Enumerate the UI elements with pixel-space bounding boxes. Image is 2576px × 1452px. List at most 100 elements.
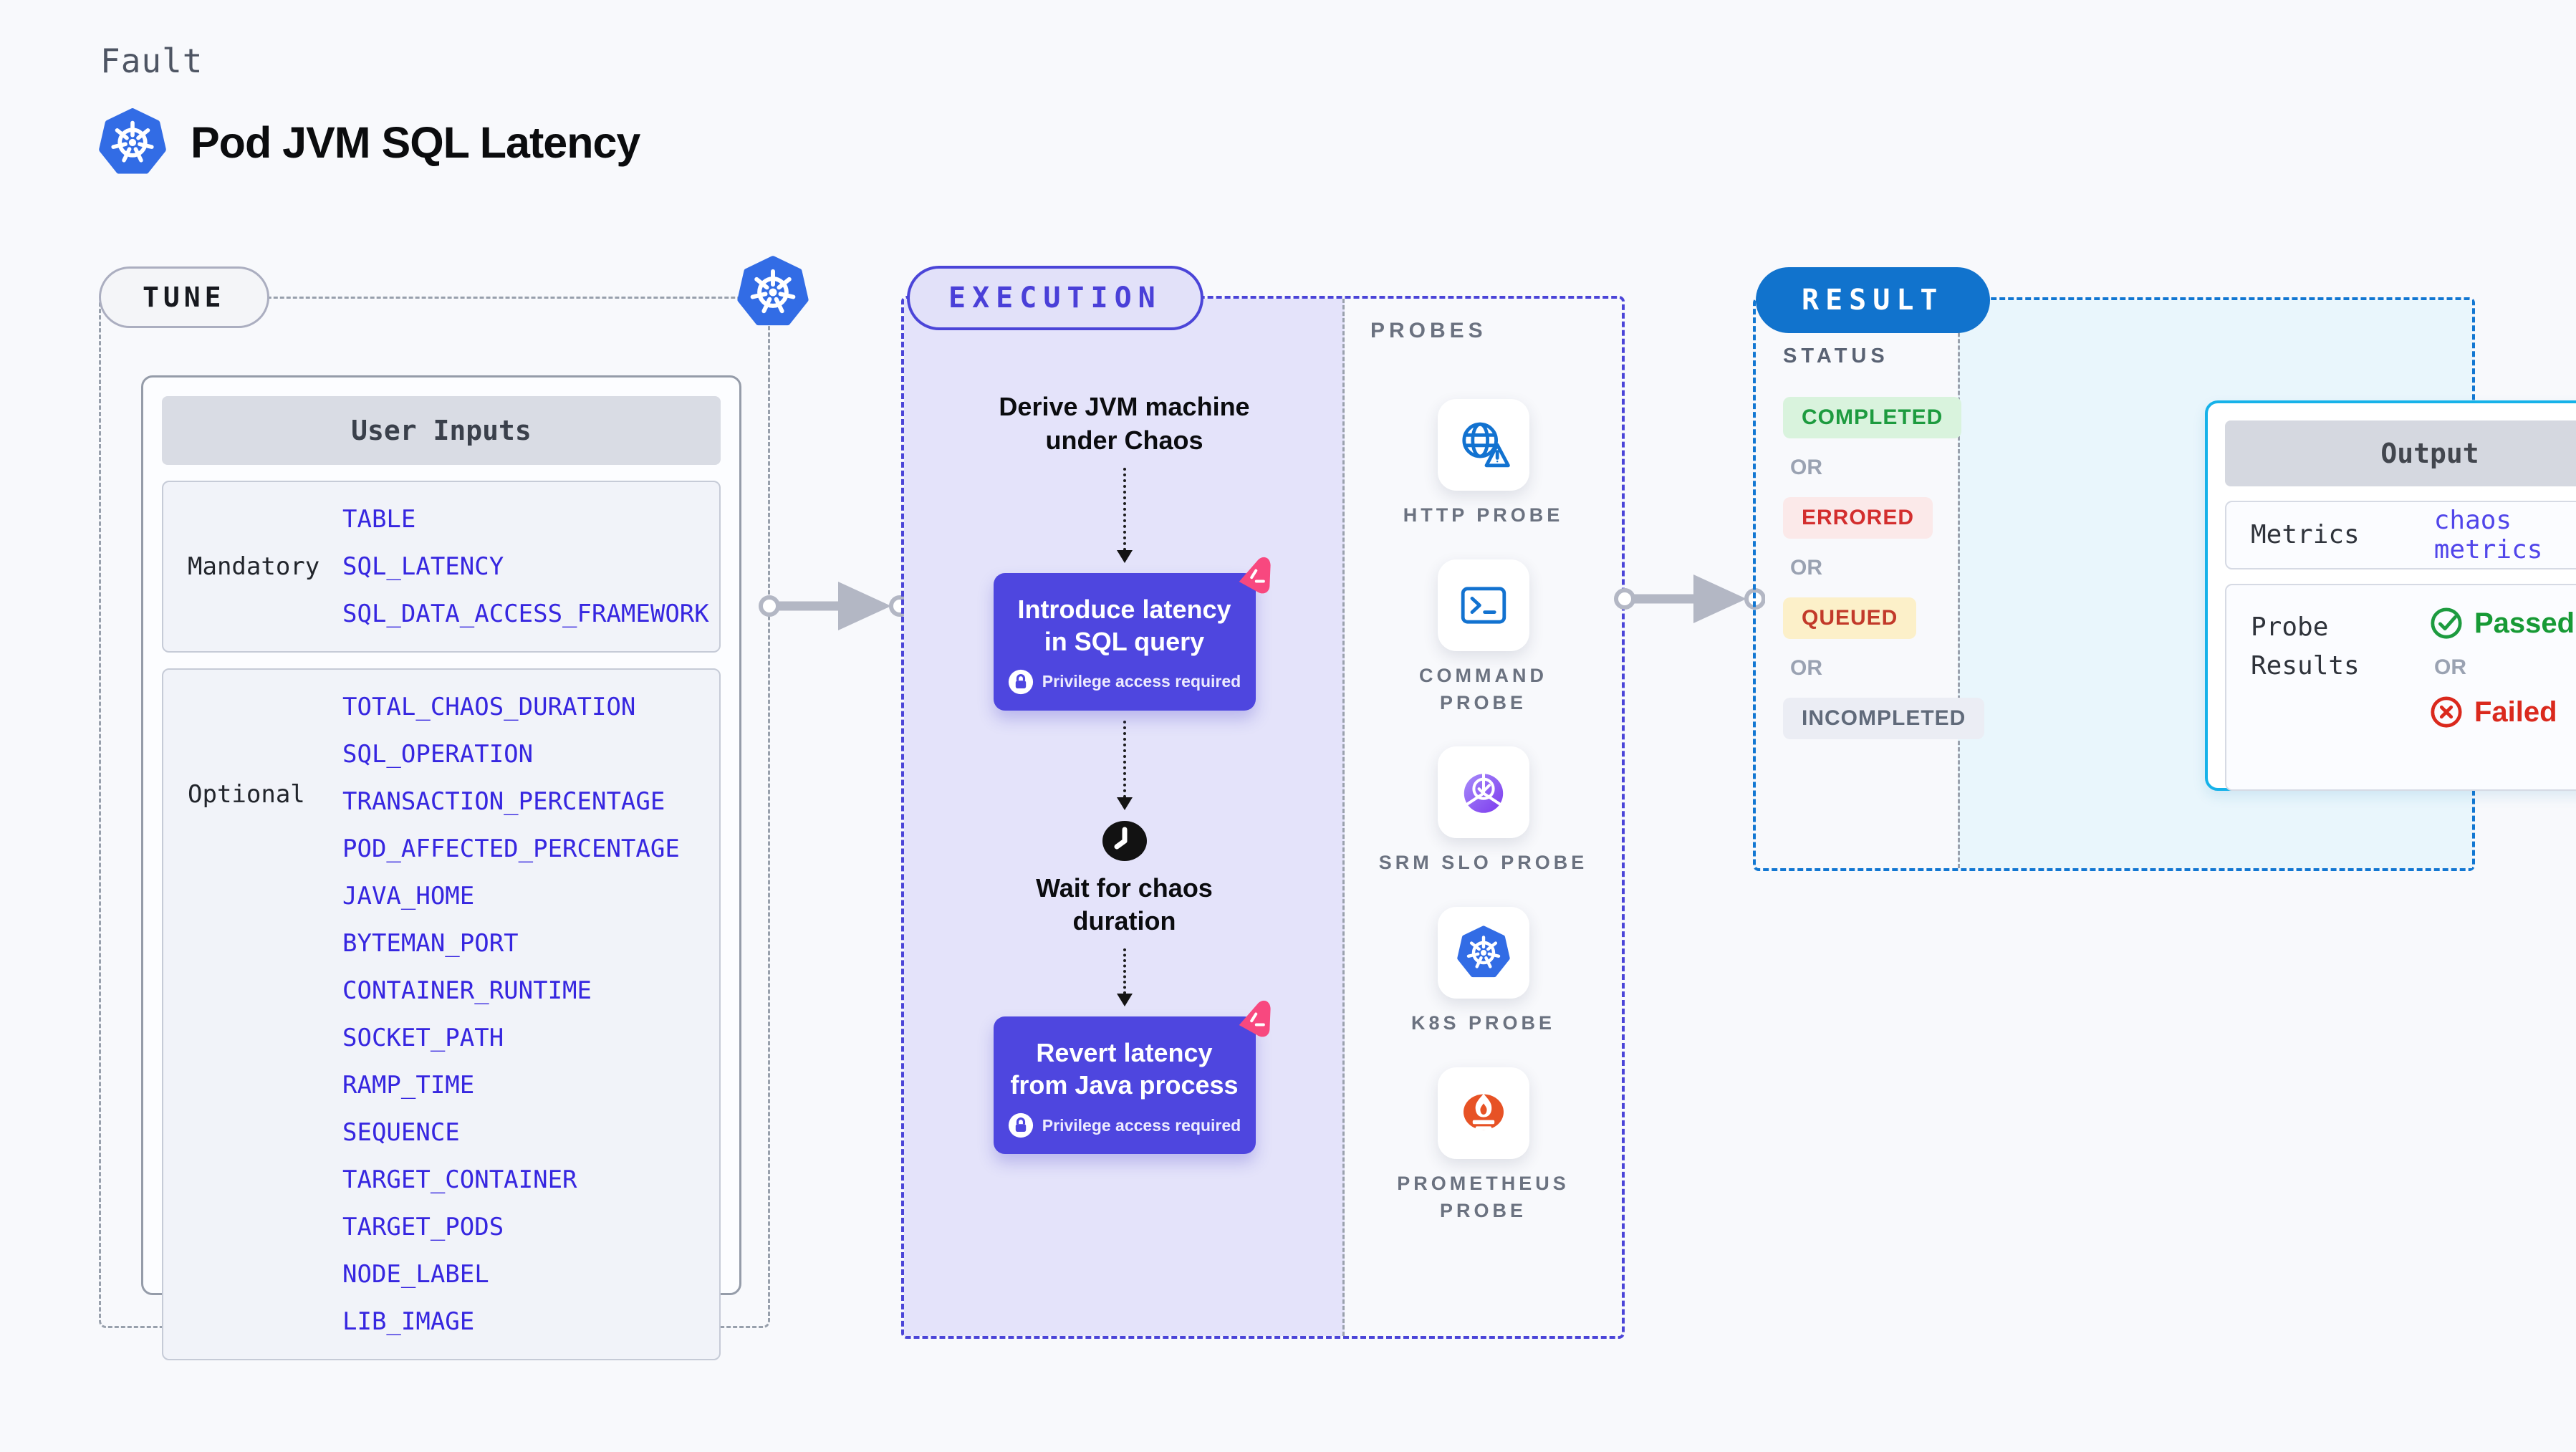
kubernetes-icon [734, 252, 812, 332]
tune-section: TUNE User Inputs Mandatory TABLE SQL_LAT… [99, 266, 770, 1360]
param-value: TOTAL_CHAOS_DURATION [342, 693, 636, 721]
action-title: Revert latency from Java process [1010, 1038, 1239, 1100]
privilege-note: Privilege access required [1006, 1112, 1243, 1138]
flow-arrow-tune-to-execution [759, 582, 910, 630]
clock-icon [1102, 820, 1147, 861]
x-circle-icon [2431, 696, 2462, 728]
optional-values: TOTAL_CHAOS_DURATION SQL_OPERATION TRANS… [342, 688, 680, 1340]
optional-label: Optional [188, 780, 305, 809]
passed-line: Passed [2430, 607, 2575, 640]
or-label: OR [1790, 656, 1822, 680]
user-inputs-header: User Inputs [162, 396, 721, 465]
page-title: Pod JVM SQL Latency [191, 118, 640, 167]
probe-label: PROMETHEUS PROBE [1397, 1172, 1570, 1221]
execution-section: Derive JVM machine under Chaos Introduce… [901, 266, 1625, 1339]
lock-icon [1008, 1113, 1033, 1138]
execution-panel: Derive JVM machine under Chaos Introduce… [904, 299, 1345, 1336]
probe-item-command[interactable]: COMMAND PROBE [1373, 559, 1595, 717]
user-inputs-card: User Inputs Mandatory TABLE SQL_LATENCY … [141, 375, 741, 1360]
probes-heading: PROBES [1370, 319, 1487, 342]
or-label: OR [1790, 556, 1822, 580]
privilege-note: Privilege access required [1006, 669, 1243, 695]
srm-slo-probe-icon [1464, 773, 1503, 814]
dotted-arrow [1116, 467, 1133, 563]
status-badges: COMPLETED OR ERRORED OR QUEUED OR INCOMP… [1783, 397, 1985, 739]
http-probe-icon [1461, 422, 1510, 468]
probe-label: HTTP PROBE [1403, 504, 1564, 526]
kubernetes-icon [96, 105, 169, 181]
result-section: Output Metrics chaos metrics Probe Resul… [1753, 267, 2576, 871]
execution-flow: Derive JVM machine under Chaos Introduce… [972, 390, 1277, 1155]
probe-item-prometheus[interactable]: PROMETHEUS PROBE [1373, 1067, 1595, 1225]
output-card: Output Metrics chaos metrics Probe Resul… [2205, 400, 2576, 791]
status-column: STATUS COMPLETED OR ERRORED OR QUEUED OR… [1756, 300, 1985, 739]
flow-arrow-execution-to-result [1614, 574, 1765, 623]
execution-pill: EXECUTION [907, 266, 1203, 330]
command-probe-icon [1461, 587, 1506, 624]
revert-latency-button[interactable]: Revert latency from Java process Privile… [993, 1001, 1271, 1155]
failed-line: Failed [2430, 696, 2575, 729]
probe-card[interactable] [1437, 399, 1529, 491]
probe-label: K8S PROBE [1410, 1012, 1556, 1034]
probe-card[interactable] [1437, 907, 1529, 999]
result-output-panel: Output Metrics chaos metrics Probe Resul… [1958, 300, 2576, 868]
status-badge-errored: ERRORED [1783, 497, 1933, 539]
chaos-experiment-icon [1239, 557, 1271, 593]
passed-label: Passed [2474, 607, 2575, 639]
optional-row: Optional TOTAL_CHAOS_DURATION SQL_OPERAT… [162, 668, 721, 1360]
action-title: Introduce latency in SQL query [1017, 594, 1231, 656]
probe-results-values: Passed OR Failed [2430, 585, 2575, 789]
output-header: Output [2225, 420, 2576, 486]
status-badge-incompleted: INCOMPLETED [1783, 698, 1985, 739]
status-heading: STATUS [1783, 345, 1889, 367]
mandatory-label: Mandatory [188, 552, 320, 581]
probe-card[interactable] [1437, 746, 1529, 839]
probe-card[interactable] [1437, 559, 1529, 651]
param-value: TARGET_PODS [342, 1213, 504, 1241]
param-value: SOCKET_PATH [342, 1024, 504, 1052]
probe-item-srm-slo[interactable]: SRM SLO PROBE [1373, 746, 1595, 877]
prometheus-probe-icon [1463, 1093, 1504, 1130]
mandatory-row: Mandatory TABLE SQL_LATENCY SQL_DATA_ACC… [162, 481, 721, 653]
param-value: TARGET_CONTAINER [342, 1165, 577, 1194]
page-title-row: Pod JVM SQL Latency [96, 105, 640, 181]
param-value: SQL_LATENCY [342, 552, 504, 581]
param-value: LIB_IMAGE [342, 1307, 475, 1336]
metrics-value: chaos metrics [2433, 506, 2543, 564]
metrics-row: Metrics chaos metrics [2225, 501, 2576, 569]
introduce-latency-button[interactable]: Introduce latency in SQL query Privilege… [993, 557, 1271, 711]
dotted-arrow [1116, 948, 1133, 1007]
param-value: SQL_OPERATION [342, 740, 534, 769]
param-value: BYTEMAN_PORT [342, 929, 519, 958]
mandatory-values: TABLE SQL_LATENCY SQL_DATA_ACCESS_FRAMEW… [342, 501, 709, 633]
probe-label: SRM SLO PROBE [1378, 852, 1588, 874]
param-value: CONTAINER_RUNTIME [342, 976, 592, 1005]
flow-step-derive: Derive JVM machine under Chaos [999, 392, 1250, 455]
probe-card[interactable] [1437, 1067, 1529, 1159]
probe-results-row: Probe Results Passed OR [2225, 584, 2576, 791]
tune-pill: TUNE [99, 266, 269, 328]
param-value: JAVA_HOME [342, 882, 475, 910]
k8s-probe-icon [1455, 924, 1512, 981]
probe-results-label: Probe Results [2251, 612, 2360, 681]
or-label: OR [1790, 456, 1822, 479]
param-value: TABLE [342, 505, 416, 534]
chaos-experiment-icon [1239, 1001, 1271, 1037]
status-badge-queued: QUEUED [1783, 597, 1917, 639]
status-badge-completed: COMPLETED [1783, 397, 1962, 438]
probes-list: HTTP PROBE COMMAND PROBE [1345, 399, 1622, 1225]
check-circle-icon [2431, 607, 2462, 639]
metrics-label: Metrics [2251, 520, 2360, 549]
failed-label: Failed [2474, 696, 2557, 728]
param-value: POD_AFFECTED_PERCENTAGE [342, 835, 680, 863]
lock-icon [1008, 669, 1033, 694]
dotted-arrow [1116, 720, 1133, 810]
probe-item-k8s[interactable]: K8S PROBE [1373, 907, 1595, 1037]
param-value: TRANSACTION_PERCENTAGE [342, 787, 665, 816]
privilege-note-text: Privilege access required [1042, 1115, 1241, 1135]
param-value: RAMP_TIME [342, 1071, 475, 1100]
result-pill: RESULT [1756, 267, 1990, 333]
probe-label: COMMAND PROBE [1419, 664, 1547, 713]
probe-item-http[interactable]: HTTP PROBE [1373, 399, 1595, 529]
